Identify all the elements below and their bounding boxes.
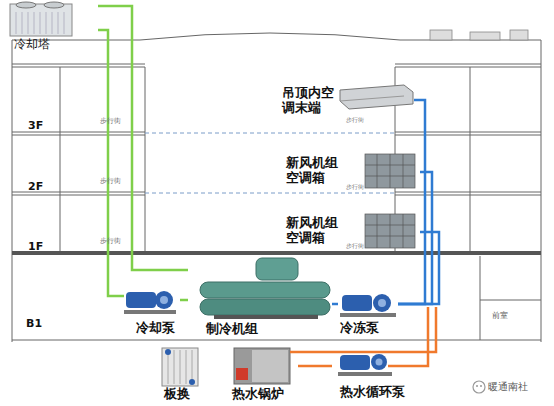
equipment-node: 板换 xyxy=(158,342,206,404)
pipe-connector xyxy=(180,299,188,302)
equipment-node: 制冷机组 xyxy=(188,256,332,344)
equipment-node: 冷冻泵 xyxy=(338,284,398,344)
pipe-connector xyxy=(98,30,124,296)
equipment-label: 新风机组空调箱 xyxy=(286,156,342,186)
equipment-label: 板换 xyxy=(164,387,214,402)
equipment-node: 冷却泵 xyxy=(124,280,180,338)
area-label: 前室 xyxy=(492,312,508,321)
equipment-label: 冷却泵 xyxy=(136,321,196,336)
equipment-node: 吊顶内空调末端 xyxy=(282,80,414,120)
equipment-label: 热水循环泵 xyxy=(340,385,424,400)
pipe-connector xyxy=(298,365,332,368)
area-label: 步行街 xyxy=(346,184,364,191)
equipment-node: 热水锅炉 xyxy=(228,342,298,404)
pipe-connector xyxy=(98,6,188,270)
pipe-connector xyxy=(332,303,338,306)
floor-label: 3F xyxy=(28,120,43,132)
pipe-connector xyxy=(398,232,439,304)
equipment-node: 冷却塔 xyxy=(8,0,98,54)
equipment-label: 冷却塔 xyxy=(14,38,84,52)
equipment-label: 吊顶内空调末端 xyxy=(282,86,338,116)
equipment-label: 制冷机组 xyxy=(206,322,286,337)
area-label: 步行街 xyxy=(100,178,121,186)
area-label: 步行街 xyxy=(100,118,121,126)
area-label: 步行街 xyxy=(100,238,121,246)
equipment-node: 热水循环泵 xyxy=(332,344,416,404)
floor-label: B1 xyxy=(26,318,42,330)
equipment-label: 新风机组空调箱 xyxy=(286,216,342,246)
watermark: 暖通南社 xyxy=(488,381,528,392)
pipe-connector xyxy=(398,172,432,304)
floor-label: 2F xyxy=(28,181,43,193)
pipe-connector xyxy=(398,100,425,304)
area-label: 步行街 xyxy=(346,243,364,250)
floor-label: 1F xyxy=(28,241,43,253)
equipment-label: 热水锅炉 xyxy=(232,387,302,402)
area-label: 步行街 xyxy=(346,117,364,124)
equipment-label: 冷冻泵 xyxy=(340,321,400,336)
